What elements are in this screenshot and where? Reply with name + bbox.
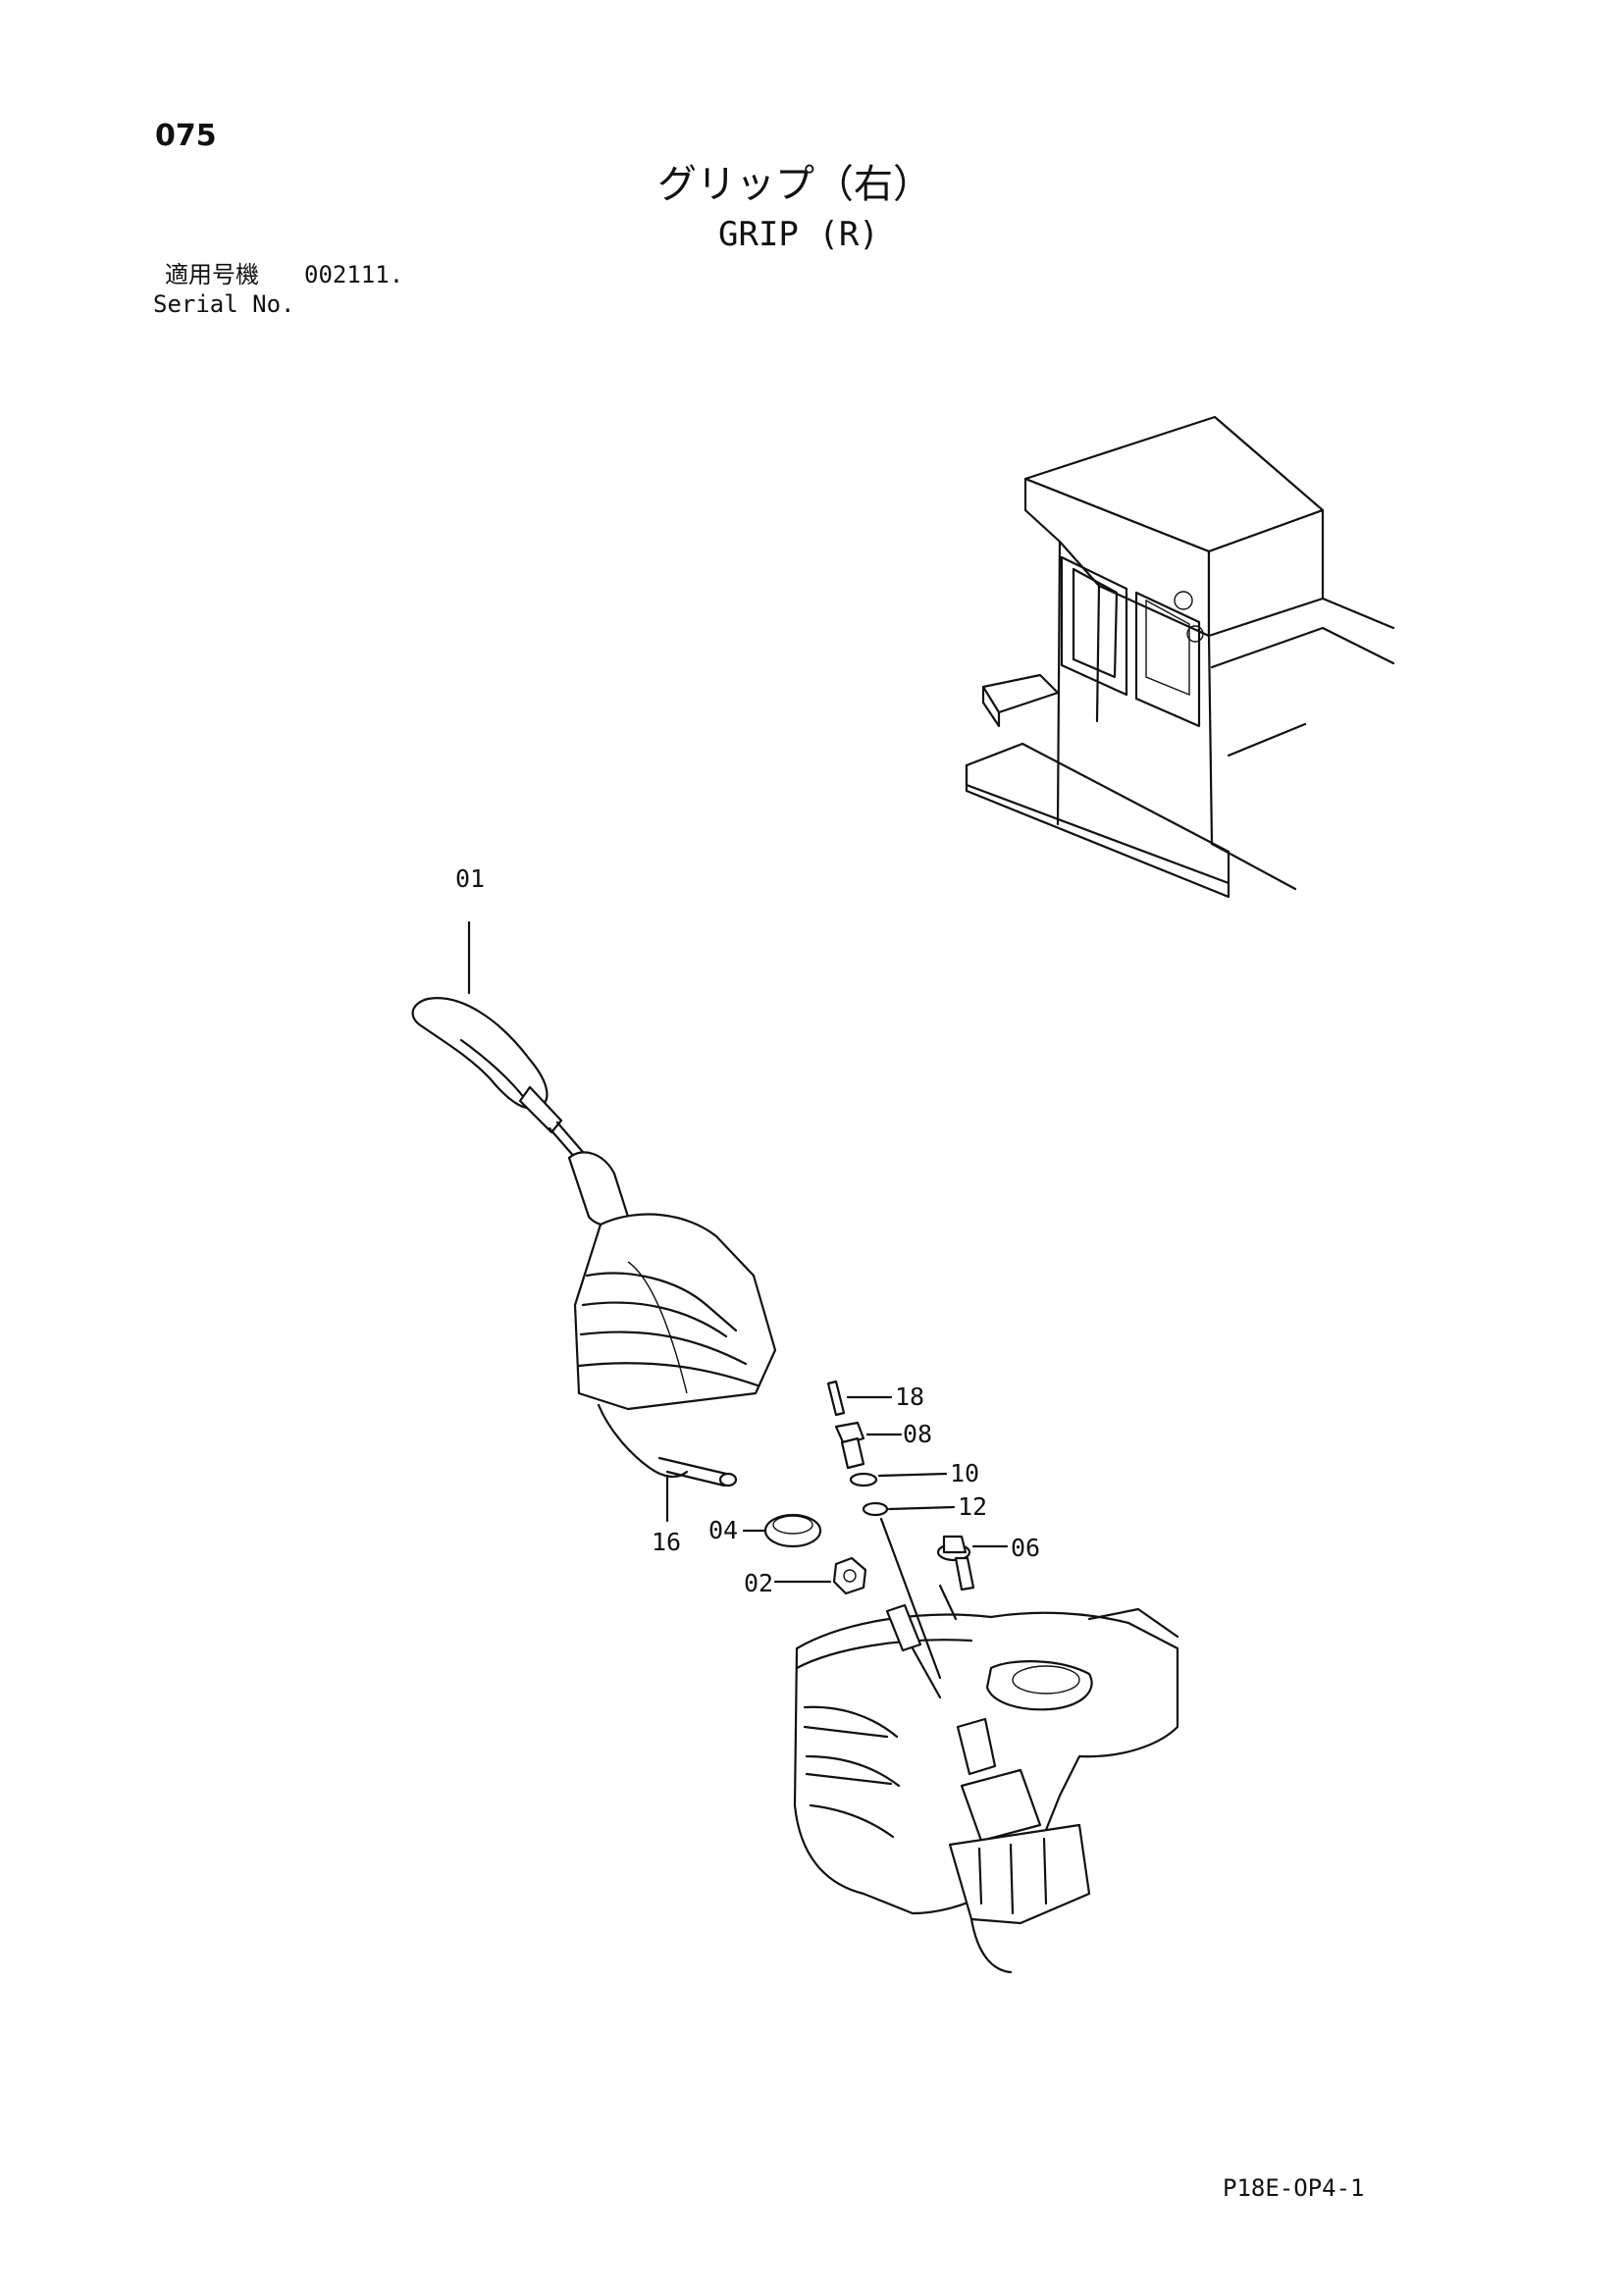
callout-08: 08 [903,1420,932,1448]
callout-01: 01 [455,864,485,893]
cab-location-view [965,415,1395,899]
part-06-flange-bolt [936,1535,1009,1592]
document-code: P18E-OP4-1 [1223,2174,1365,2202]
title-japanese: グリップ（右） [657,162,932,207]
part-01-grip-lever [411,920,777,1487]
part-02-nut [773,1556,867,1595]
serial-number-value: 002111. [304,261,404,288]
control-console-base [793,1517,1179,1974]
part-18-pin [826,1380,893,1417]
serial-label-english: Serial No. [153,290,295,318]
callout-12: 12 [958,1492,987,1521]
title-english: GRIP (R) [718,215,879,254]
callout-16: 16 [652,1528,681,1556]
part-10-lock-washer [849,1472,948,1487]
callout-02: 02 [744,1569,773,1597]
serial-label-japanese: 適用号機 [165,261,259,288]
callout-04: 04 [708,1516,738,1544]
callout-18: 18 [895,1383,924,1411]
page-number: 075 [155,119,217,153]
part-08-bolt [834,1421,903,1470]
part-04-clamp [742,1513,822,1548]
callout-10: 10 [950,1459,979,1487]
part-12-washer [862,1501,956,1517]
callout-06: 06 [1011,1534,1040,1562]
